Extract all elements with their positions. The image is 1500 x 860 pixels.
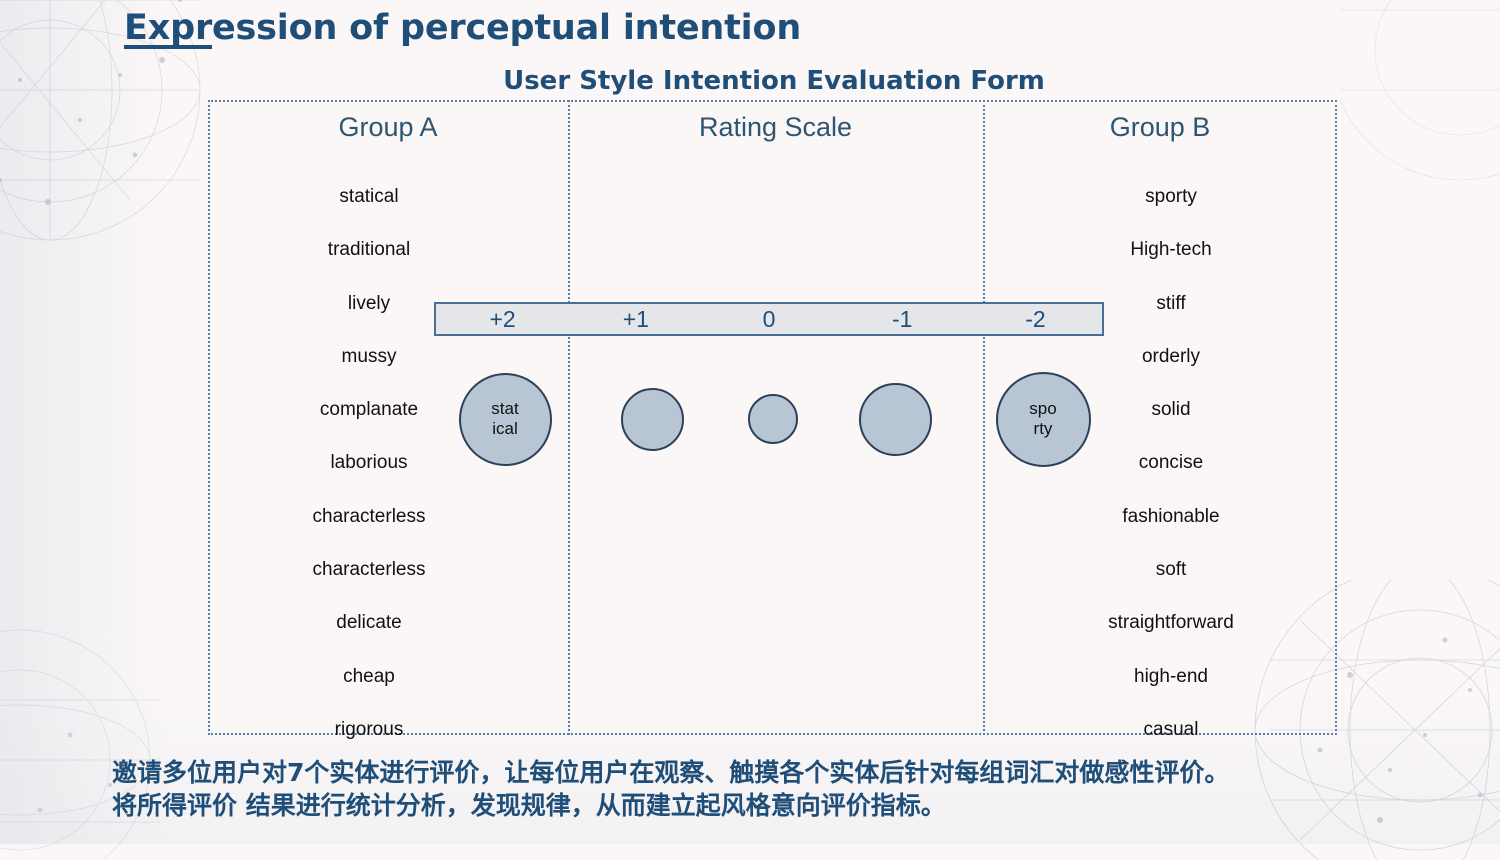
rating-scale-value[interactable]: -2: [1025, 305, 1046, 332]
column-header-rating-scale: Rating Scale: [698, 112, 853, 142]
word-item-b: casual: [1143, 718, 1199, 740]
left-background-wash: [0, 0, 170, 844]
rating-scale-value[interactable]: +1: [622, 305, 649, 332]
word-item-b: High-tech: [1130, 239, 1212, 261]
page-title: Expression of perceptual intention: [124, 8, 802, 48]
word-item-a: rigorous: [334, 718, 404, 740]
word-item-b: fashionable: [1122, 505, 1220, 527]
evaluation-marker-circle[interactable]: [858, 382, 932, 456]
word-item-a: characterless: [312, 505, 426, 527]
rating-scale-value[interactable]: +2: [489, 305, 516, 332]
caption-block: 邀请多位用户对7个实体进行评价，让每位用户在观察、触摸各个实体后针对每组词汇对做…: [112, 756, 1432, 822]
word-item-a: lively: [347, 292, 391, 314]
word-item-a: characterless: [312, 559, 426, 581]
title-underline: [124, 45, 212, 49]
group-a-word-list: statical traditional lively mussy complanate…: [208, 170, 568, 756]
word-item-b: high-end: [1134, 665, 1208, 687]
word-item-a: delicate: [336, 612, 402, 634]
marker-label-line-2: ical: [492, 419, 518, 438]
caption-line-1: 邀请多位用户对7个实体进行评价，让每位用户在观察、触摸各个实体后针对每组词汇对做…: [112, 758, 1230, 787]
word-item-a: statical: [339, 186, 399, 207]
word-item-a: cheap: [343, 665, 395, 687]
word-item-b: concise: [1138, 452, 1204, 474]
word-item-b: straightforward: [1108, 612, 1234, 634]
caption-line-2: 将所得评价 结果进行统计分析，发现规律，从而建立起风格意向评价指标。: [112, 791, 946, 820]
rating-scale-bar[interactable]: +2 +1 0 -1 -2: [434, 302, 1104, 336]
column-separator-left: [568, 100, 570, 735]
evaluation-marker-circle[interactable]: [620, 387, 684, 451]
rating-scale-value[interactable]: -1: [891, 305, 913, 332]
word-item-a: mussy: [341, 345, 397, 367]
word-item-a: laborious: [330, 452, 408, 474]
marker-label-line-1: spo: [1029, 398, 1057, 418]
word-item-b: sporty: [1145, 186, 1197, 207]
form-subtitle: User Style Intention Evaluation Form: [503, 66, 1045, 96]
word-item-b: orderly: [1141, 345, 1201, 367]
column-header-group-b: Group B: [1109, 112, 1211, 142]
marker-label-line-2: rty: [1033, 419, 1053, 438]
word-item-b: solid: [1151, 399, 1191, 421]
word-item-a: complanate: [319, 399, 419, 421]
evaluation-form-frame: [208, 100, 1337, 735]
word-item-b: stiff: [1156, 292, 1186, 314]
column-separator-right: [983, 100, 985, 735]
rating-scale-value[interactable]: 0: [762, 305, 776, 332]
word-item-b: soft: [1155, 559, 1187, 581]
word-item-a: traditional: [327, 239, 411, 261]
evaluation-marker-circle[interactable]: [748, 394, 798, 444]
column-header-group-a: Group A: [338, 112, 438, 142]
marker-label-line-1: stat: [491, 398, 519, 418]
